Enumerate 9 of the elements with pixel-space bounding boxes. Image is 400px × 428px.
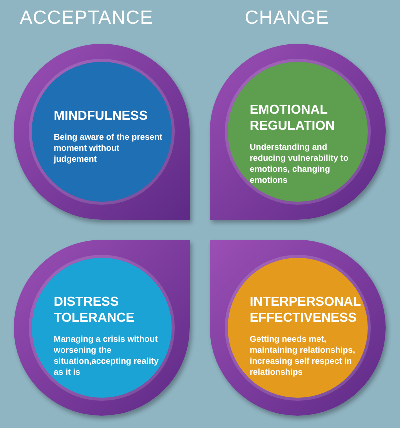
column-heading: ACCEPTANCE [20,8,154,30]
heading-text: EMOTIONAL REGULATION [250,102,336,134]
description-text: Being aware of the present moment without judgement [54,132,164,165]
description-text: Getting needs met, maintaining relationships, increasing self respect in relationships [250,334,356,378]
column-heading: CHANGE [245,8,330,30]
description-text: Managing a crisis without worsening the situation,accepting reality as it is [54,334,160,378]
heading-text: DISTRESS TOLERANCE [54,294,136,326]
heading-text: MINDFULNESS [54,108,149,124]
description-text: Understanding and reducing vulnerability to emotions, changing emotions [250,142,350,186]
